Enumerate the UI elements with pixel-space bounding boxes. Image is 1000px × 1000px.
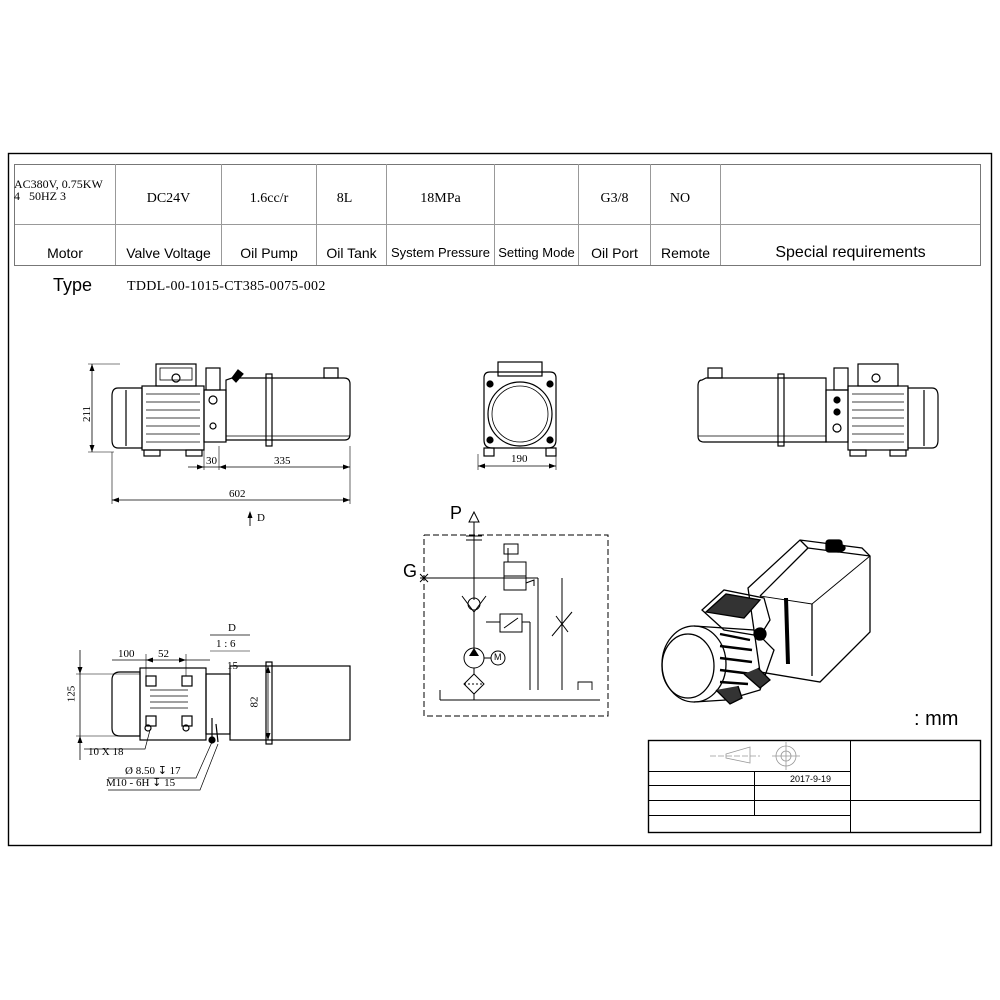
dim-82: 82 bbox=[248, 696, 261, 708]
dim-335: 335 bbox=[274, 455, 291, 467]
valve-voltage-value: DC24V bbox=[146, 191, 191, 206]
port-g-label: G bbox=[403, 561, 418, 581]
outer-frame bbox=[7, 152, 993, 847]
rear-view bbox=[697, 363, 939, 457]
oil-pump-value: 1.6cc/r bbox=[249, 191, 289, 206]
bottom-view-scale: 1 : 6 bbox=[216, 638, 236, 650]
oil-port-value: G3/8 bbox=[600, 191, 629, 206]
header-valve-voltage: Valve Voltage bbox=[126, 244, 211, 261]
slot-note: 10 X 18 bbox=[88, 746, 124, 758]
header-remote: Remote bbox=[660, 244, 711, 261]
dim-30: 30 bbox=[206, 455, 217, 467]
spec-table-grid bbox=[14, 164, 981, 266]
view-arrow-label-d: D bbox=[257, 512, 265, 524]
dim-125: 125 bbox=[65, 685, 78, 703]
remote-value: NO bbox=[669, 191, 691, 206]
bottom-view-title: D bbox=[228, 622, 236, 634]
type-label: Type bbox=[53, 275, 93, 295]
system-pressure-value: 18MPa bbox=[420, 191, 461, 206]
hole-note-1: Ø 8.50 ↧ 17 bbox=[125, 765, 181, 777]
header-system-pressure: System Pressure bbox=[391, 245, 490, 260]
port-p-label: P bbox=[450, 503, 463, 523]
special-requirements-value bbox=[721, 184, 980, 214]
title-block bbox=[647, 739, 982, 834]
dim-height-211: 211 bbox=[81, 405, 94, 423]
header-setting-mode: Setting Mode bbox=[498, 245, 575, 260]
header-oil-tank: Oil Tank bbox=[326, 244, 377, 261]
end-view bbox=[477, 361, 557, 470]
dim-15: 15 bbox=[227, 660, 238, 672]
motor-symbol-label: M bbox=[494, 652, 502, 662]
oil-tank-value: 8L bbox=[336, 191, 353, 206]
header-special-requirements: Special requirements bbox=[775, 243, 926, 261]
header-oil-pump: Oil Pump bbox=[240, 244, 298, 261]
motor-value-line2: 4 50HZ 3 bbox=[14, 189, 66, 203]
title-block-date: 2017-9-19 bbox=[790, 774, 832, 784]
front-view bbox=[88, 363, 351, 526]
type-code: TDDL-00-1015-CT385-0075-002 bbox=[127, 279, 326, 294]
setting-mode-value bbox=[495, 184, 578, 214]
dim-190: 190 bbox=[511, 453, 528, 465]
hole-note-2: M10 - 6H ↧ 15 bbox=[106, 777, 176, 789]
isometric-view bbox=[661, 539, 871, 705]
dim-100: 100 bbox=[118, 648, 135, 660]
hydraulic-schematic bbox=[419, 510, 609, 717]
header-motor: Motor bbox=[47, 244, 83, 261]
units-note: : mm bbox=[914, 708, 959, 730]
bottom-view bbox=[76, 634, 351, 791]
dim-602: 602 bbox=[229, 488, 246, 500]
header-oil-port: Oil Port bbox=[591, 244, 638, 261]
motor-value-line1: AC380V, 0.75KW bbox=[14, 177, 103, 191]
dim-52: 52 bbox=[158, 648, 169, 660]
